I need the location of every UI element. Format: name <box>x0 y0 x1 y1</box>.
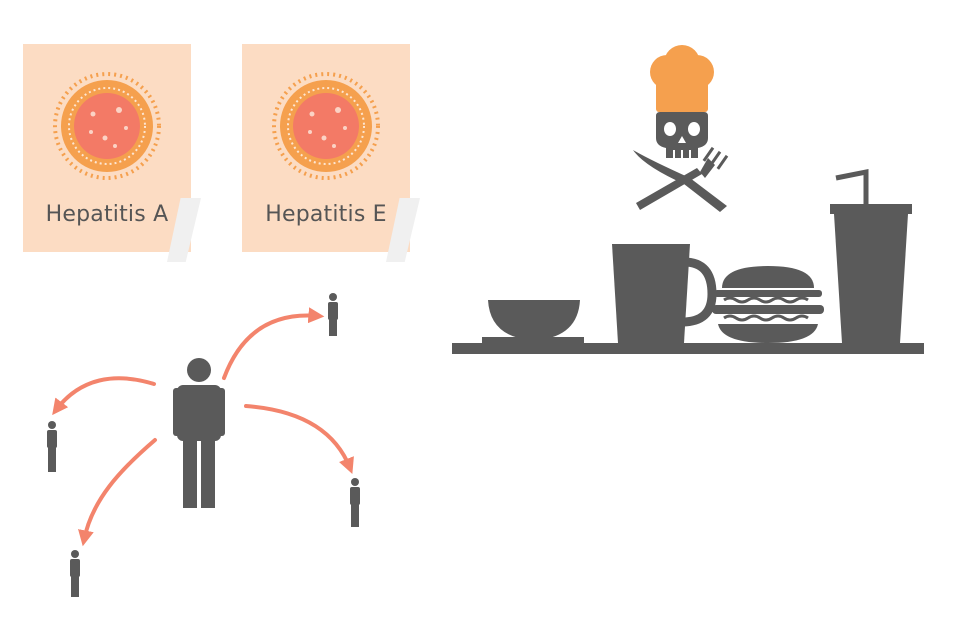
virus-label: Hepatitis A <box>45 202 169 227</box>
table-shelf <box>452 343 924 354</box>
spread-arrow <box>52 376 156 416</box>
person-icon <box>173 358 225 508</box>
mug-icon <box>612 244 717 343</box>
virus-icon <box>53 72 161 180</box>
skull-icon <box>656 112 708 158</box>
fork-icon <box>636 146 729 210</box>
spread-arrow <box>244 404 354 474</box>
spread-arrow <box>222 307 325 380</box>
person-icon <box>47 421 57 472</box>
hepatitis-e-card: Hepatitis E <box>242 44 420 262</box>
spread-arrow <box>78 438 157 547</box>
person-icon <box>350 478 360 527</box>
person-icon <box>328 293 338 336</box>
person-icon <box>70 550 80 597</box>
virus-label: Hepatitis E <box>265 202 387 227</box>
drink-cup-icon <box>830 168 912 343</box>
hepatitis-a-card: Hepatitis A <box>23 44 201 262</box>
virus-icon <box>272 72 380 180</box>
chef-hat-icon <box>650 45 714 112</box>
burger-icon <box>712 266 824 343</box>
bowl-icon <box>482 300 584 343</box>
